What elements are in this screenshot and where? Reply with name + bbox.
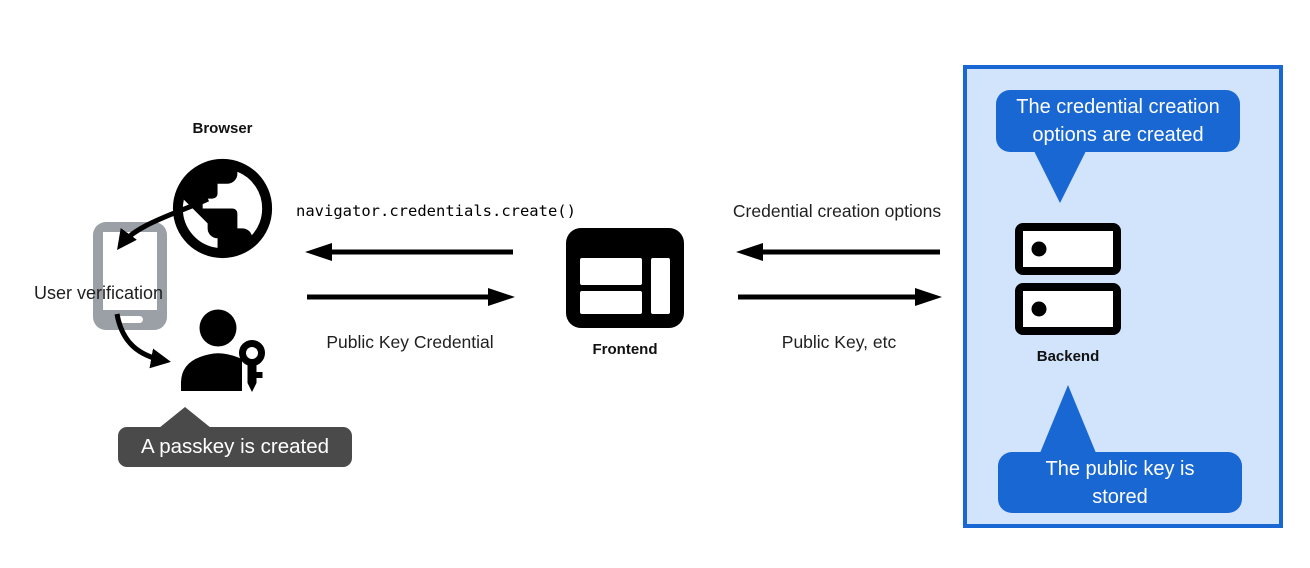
public-key-stored-bubble-pointer [1040, 385, 1096, 453]
public-key-credential-label: Public Key Credential [326, 332, 494, 352]
smartphone-icon [93, 222, 167, 330]
credential-creation-options-label: Credential creation options [732, 201, 942, 221]
public-key-stored-bubble: The public key is stored [998, 452, 1242, 513]
user-verification-flow-arrows [114, 196, 210, 369]
create-call-label: navigator.credentials.create() [296, 202, 576, 220]
passkey-created-bubble: A passkey is created [118, 427, 352, 467]
credential-options-created-bubble: The credential creation options are crea… [996, 90, 1240, 152]
public-key-etc-label: Public Key, etc [781, 332, 897, 352]
browser-title: Browser [192, 120, 253, 137]
browser-window-icon [566, 228, 684, 328]
arrow-create-call [305, 243, 513, 261]
globe-icon [172, 158, 273, 259]
backend-title: Backend [1036, 348, 1100, 365]
user-verification-label: User verification [34, 283, 164, 303]
arrow-public-key-etc [738, 288, 942, 306]
arrow-public-key-credential [307, 288, 515, 306]
passkey-bubble-pointer [159, 407, 211, 428]
person-key-icon [181, 309, 265, 392]
server-stack-icon [1015, 223, 1121, 335]
arrow-credential-creation-options [736, 243, 940, 261]
credential-options-bubble-pointer [1034, 151, 1086, 203]
frontend-title: Frontend [592, 341, 658, 358]
